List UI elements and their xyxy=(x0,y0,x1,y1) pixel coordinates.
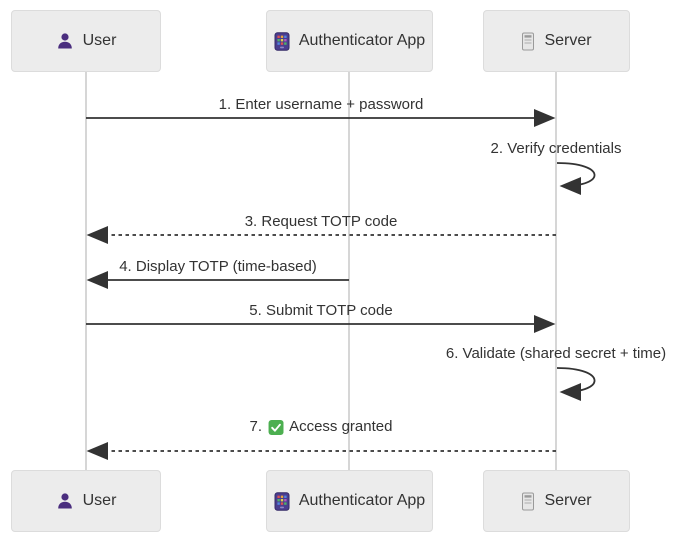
server-icon xyxy=(521,32,535,51)
actor-label-user: User xyxy=(82,492,117,509)
actor-label-server: Server xyxy=(544,32,592,49)
user-person-icon xyxy=(56,32,74,50)
check-icon xyxy=(268,419,284,435)
user-person-icon xyxy=(56,492,74,510)
message-7-number: 7. xyxy=(249,418,263,435)
actor-authenticator-app-bottom: Authenticator App xyxy=(266,470,433,532)
arrow-message-6-self-loop xyxy=(556,367,596,401)
actor-server-bottom: Server xyxy=(483,470,630,532)
message-label-4: 4. Display TOTP (time-based) xyxy=(119,258,317,275)
message-label-1: 1. Enter username + password xyxy=(218,96,424,113)
actor-server-top: Server xyxy=(483,10,630,72)
message-label-6: 6. Validate (shared secret + time) xyxy=(445,345,667,362)
message-label-2: 2. Verify credentials xyxy=(490,140,622,157)
actor-authenticator-app-top: Authenticator App xyxy=(266,10,433,72)
actor-user-top: User xyxy=(11,10,161,72)
authenticator-app-icon xyxy=(274,31,290,51)
message-7-text: Access granted xyxy=(289,418,393,435)
authenticator-app-icon xyxy=(274,491,290,511)
actor-label-authenticator-app: Authenticator App xyxy=(298,32,426,49)
server-icon xyxy=(521,492,535,511)
actor-label-user: User xyxy=(82,32,117,49)
message-label-5: 5. Submit TOTP code xyxy=(249,302,393,319)
arrow-message-2-self-loop xyxy=(556,162,596,195)
message-label-3: 3. Request TOTP code xyxy=(244,213,398,230)
message-label-7: 7. Access granted xyxy=(250,418,393,436)
actor-label-server: Server xyxy=(544,492,592,509)
actor-user-bottom: User xyxy=(11,470,161,532)
actor-label-authenticator-app: Authenticator App xyxy=(298,492,426,509)
